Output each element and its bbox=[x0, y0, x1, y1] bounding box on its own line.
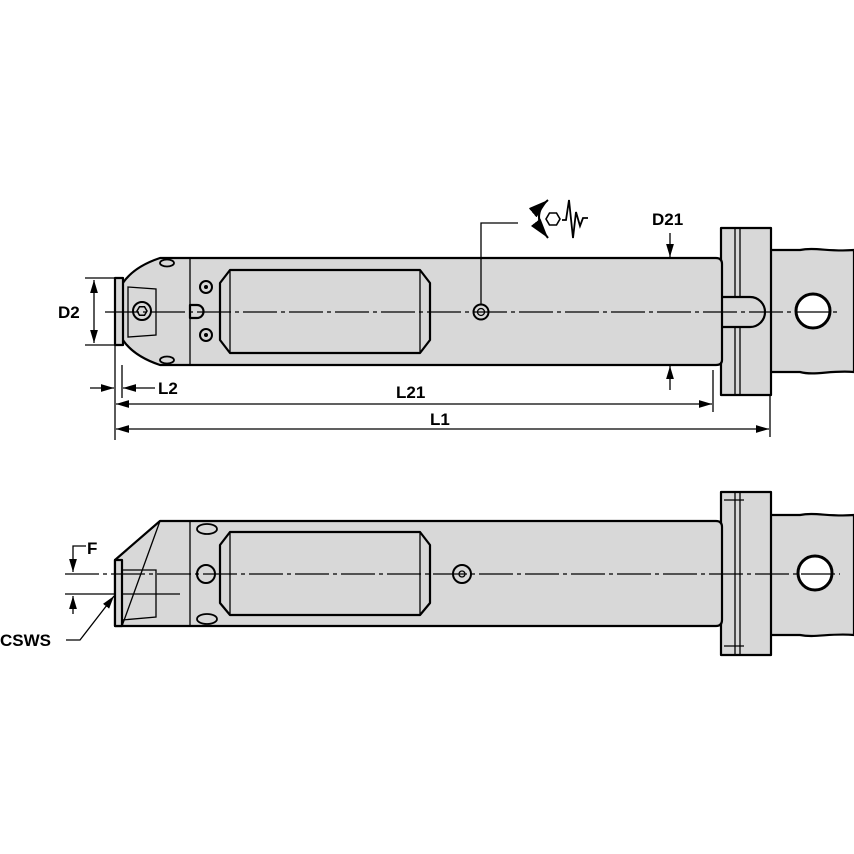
dim-f-label: F bbox=[87, 539, 97, 558]
dim-d21-label: D21 bbox=[652, 210, 683, 229]
dim-d2-label: D2 bbox=[58, 303, 80, 322]
side-view: F CSWS bbox=[0, 490, 854, 657]
top-drive-hole bbox=[794, 292, 832, 330]
dim-l1-label: L1 bbox=[430, 410, 450, 429]
rotation-icon bbox=[528, 199, 549, 239]
dim-l21-label: L21 bbox=[396, 383, 425, 402]
side-drive-hole bbox=[796, 554, 834, 592]
vibration-damping-icon bbox=[562, 199, 588, 239]
hex-key-icon bbox=[545, 212, 561, 226]
dim-csws-label: CSWS bbox=[0, 631, 51, 650]
dim-l2-label: L2 bbox=[158, 379, 178, 398]
top-view: D2 L2 L21 L1 D21 bbox=[58, 199, 854, 440]
insert-screw-hex-icon bbox=[136, 305, 148, 317]
side-insert bbox=[113, 558, 124, 628]
